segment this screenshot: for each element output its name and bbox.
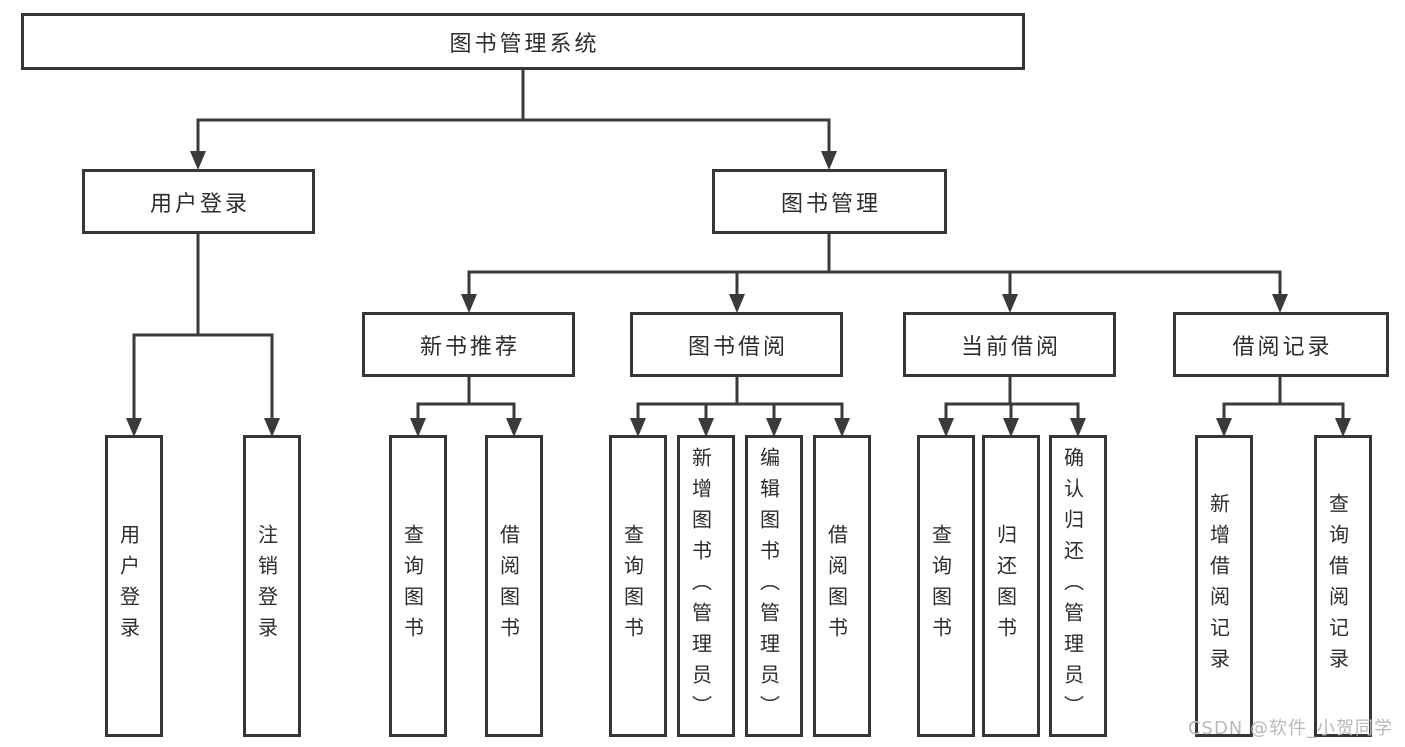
- node-leaf-add-borrow-record: 新增借阅记录: [1195, 435, 1253, 737]
- node-borrowing-records: 借阅记录: [1173, 312, 1389, 377]
- node-leaf-borrow-books-2: 借阅图书: [813, 435, 871, 737]
- node-leaf-return-books: 归还图书: [982, 435, 1040, 737]
- node-leaf-query-borrow-record: 查询借阅记录: [1314, 435, 1372, 737]
- node-book-borrowing: 图书借阅: [630, 312, 843, 377]
- node-user-login: 用户登录: [82, 169, 315, 234]
- node-leaf-query-books-1: 查询图书: [389, 435, 447, 737]
- node-leaf-query-books-2: 查询图书: [609, 435, 667, 737]
- node-leaf-borrow-books-1: 借阅图书: [485, 435, 543, 737]
- node-leaf-logout: 注销登录: [243, 435, 301, 737]
- node-leaf-query-books-3: 查询图书: [917, 435, 975, 737]
- node-leaf-add-book-admin: 新增图书（管理员）: [677, 435, 735, 737]
- node-leaf-edit-book-admin: 编辑图书（管理员）: [745, 435, 803, 737]
- node-new-book-recommend: 新书推荐: [362, 312, 575, 377]
- node-leaf-confirm-return-admin: 确认归还（管理员）: [1049, 435, 1107, 737]
- node-leaf-user-login: 用户登录: [105, 435, 163, 737]
- node-book-management: 图书管理: [712, 169, 947, 234]
- watermark: CSDN @软件_小贺同学: [1187, 718, 1393, 739]
- node-current-borrowing: 当前借阅: [903, 312, 1116, 377]
- arrowheads: [126, 151, 1351, 437]
- node-library-system: 图书管理系统: [21, 13, 1025, 70]
